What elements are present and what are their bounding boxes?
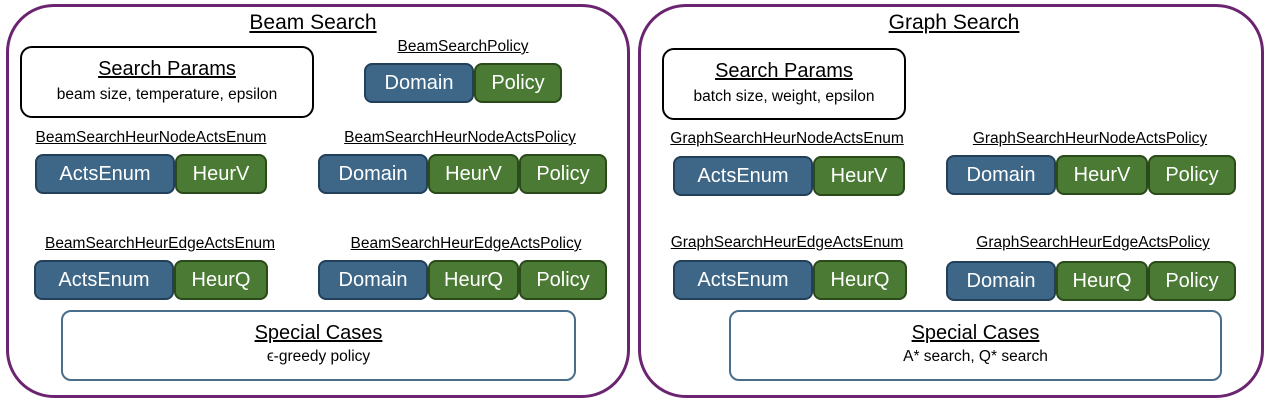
heur-q-block: HeurQ	[813, 260, 907, 300]
graph-edge-policy-label: GraphSearchHeurEdgeActsPolicy	[976, 234, 1210, 251]
beam-special-cases-box: Special Cases ϵ-greedy policy	[61, 310, 576, 381]
beam-node-policy-label: BeamSearchHeurNodeActsPolicy	[344, 129, 576, 146]
heur-v-block: HeurV	[813, 156, 905, 196]
graph-params-heading: Search Params	[715, 60, 853, 82]
beam-node-enum-label: BeamSearchHeurNodeActsEnum	[35, 129, 267, 146]
beam-special-heading: Special Cases	[254, 322, 383, 344]
domain-block: Domain	[318, 260, 428, 300]
beam-search-title: Beam Search	[249, 11, 377, 34]
heur-q-block: HeurQ	[428, 260, 519, 300]
graph-special-heading: Special Cases	[911, 322, 1040, 344]
graph-params-text: batch size, weight, epsilon	[693, 88, 875, 105]
domain-block: Domain	[946, 155, 1056, 195]
policy-block: Policy	[519, 260, 607, 300]
heur-v-block: HeurV	[1056, 155, 1148, 195]
beam-edge-policy-label: BeamSearchHeurEdgeActsPolicy	[350, 235, 582, 252]
beam-params-text: beam size, temperature, epsilon	[56, 86, 278, 103]
heur-q-block: HeurQ	[1056, 261, 1148, 301]
domain-block: Domain	[946, 261, 1056, 301]
graph-search-params-box: Search Params batch size, weight, epsilo…	[662, 48, 906, 120]
acts-enum-block: ActsEnum	[673, 260, 813, 300]
beam-params-heading: Search Params	[98, 58, 236, 80]
beam-special-text: ϵ-greedy policy	[266, 348, 371, 365]
policy-block: Policy	[1148, 261, 1236, 301]
domain-block: Domain	[318, 154, 428, 194]
graph-node-policy-label: GraphSearchHeurNodeActsPolicy	[972, 130, 1208, 147]
domain-block: Domain	[364, 63, 474, 103]
heur-q-block: HeurQ	[174, 260, 268, 300]
acts-enum-block: ActsEnum	[34, 260, 174, 300]
graph-node-enum-label: GraphSearchHeurNodeActsEnum	[670, 130, 904, 147]
heur-v-block: HeurV	[428, 154, 519, 194]
beam-search-params-box: Search Params beam size, temperature, ep…	[20, 46, 314, 118]
graph-special-text: A* search, Q* search	[903, 348, 1048, 365]
beam-policy-label: BeamSearchPolicy	[397, 38, 529, 55]
beam-edge-enum-label: BeamSearchHeurEdgeActsEnum	[44, 235, 276, 252]
acts-enum-block: ActsEnum	[35, 154, 175, 194]
policy-block: Policy	[474, 63, 562, 103]
acts-enum-block: ActsEnum	[673, 156, 813, 196]
graph-search-title: Graph Search	[888, 11, 1020, 34]
heur-v-block: HeurV	[175, 154, 267, 194]
policy-block: Policy	[1148, 155, 1236, 195]
graph-edge-enum-label: GraphSearchHeurEdgeActsEnum	[670, 234, 904, 251]
graph-special-cases-box: Special Cases A* search, Q* search	[729, 310, 1222, 381]
policy-block: Policy	[519, 154, 607, 194]
